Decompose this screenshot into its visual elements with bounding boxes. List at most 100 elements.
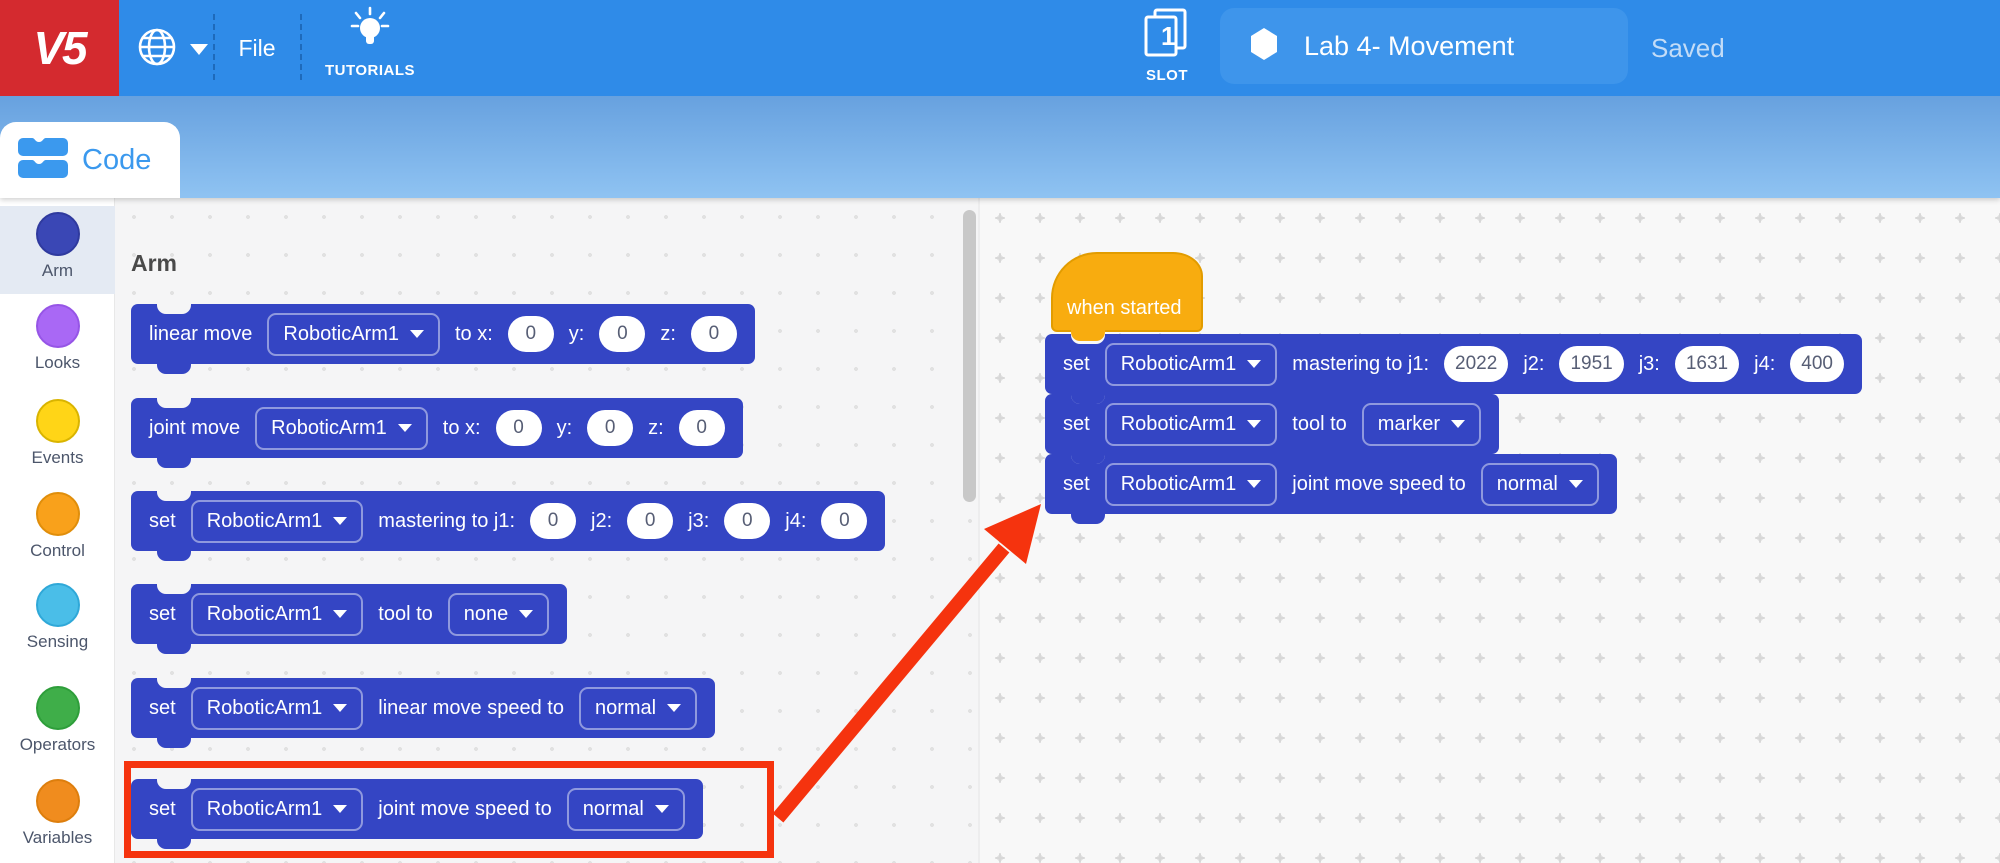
block-label: set (1063, 352, 1090, 375)
value-input[interactable]: 0 (690, 316, 737, 352)
canvas-hat-when-started[interactable]: when started (1051, 252, 1203, 341)
value-input[interactable]: 0 (599, 316, 646, 352)
category-circle-variables (35, 779, 80, 823)
block-label: set (1063, 412, 1090, 435)
arg-label: to x: (455, 322, 493, 345)
chevron-down-icon (190, 44, 208, 55)
dropdown-value: RoboticArm1 (283, 322, 399, 345)
file-menu[interactable]: File (222, 0, 292, 96)
dropdown-value: normal (1496, 472, 1558, 495)
palette-scrollbar[interactable] (963, 210, 976, 502)
block-label: joint move (149, 416, 241, 439)
sidebar-item-looks[interactable]: Looks (0, 298, 115, 386)
arg-label: y: (556, 416, 573, 439)
block-label: set (149, 797, 176, 820)
chevron-down-icon (333, 610, 348, 618)
dropdown-value: RoboticArm1 (206, 797, 323, 820)
device-dropdown[interactable]: RoboticArm1 (255, 406, 428, 450)
palette-block-set-mastering[interactable]: set RoboticArm1 mastering to j1: 0 j2: 0… (131, 491, 886, 561)
category-circle-operators (35, 686, 80, 730)
dropdown-value: none (463, 602, 509, 625)
category-label: Looks (34, 353, 81, 372)
chevron-down-icon (1451, 420, 1466, 428)
language-menu[interactable] (134, 24, 208, 75)
code-canvas[interactable]: when started set RoboticArm1 mastering t… (978, 198, 2000, 863)
value-input[interactable]: 400 (1790, 346, 1844, 382)
palette-block-set-joint-speed[interactable]: set RoboticArm1 joint move speed to norm… (131, 779, 703, 849)
device-dropdown[interactable]: RoboticArm1 (1104, 342, 1278, 386)
value-input[interactable]: 0 (507, 316, 554, 352)
device-dropdown[interactable]: RoboticArm1 (1104, 402, 1278, 446)
value-input[interactable]: 0 (495, 410, 542, 446)
dropdown-value: RoboticArm1 (206, 696, 323, 719)
sidebar-item-arm[interactable]: Arm (0, 206, 115, 294)
value-input[interactable]: 1951 (1559, 346, 1624, 382)
v5-logo[interactable]: V5 (0, 0, 119, 96)
tutorials-label: TUTORIALS (324, 62, 416, 79)
chevron-down-icon (1247, 360, 1262, 368)
speed-dropdown[interactable]: normal (1480, 462, 1599, 506)
v5-logo-text: V5 (33, 22, 87, 74)
tool-dropdown[interactable]: marker (1361, 402, 1482, 446)
speed-dropdown[interactable]: normal (566, 787, 685, 831)
value-input[interactable]: 2022 (1444, 346, 1509, 382)
device-dropdown[interactable]: RoboticArm1 (190, 499, 364, 543)
arg-label: mastering to j1: (1292, 352, 1430, 375)
palette-block-set-linear-speed[interactable]: set RoboticArm1 linear move speed to nor… (131, 678, 716, 748)
value-input[interactable]: 1631 (1674, 346, 1740, 382)
sidebar-item-operators[interactable]: Operators (0, 680, 115, 768)
palette-block-set-tool[interactable]: set RoboticArm1 tool to none (131, 584, 568, 654)
value-input[interactable]: 0 (627, 503, 674, 539)
sidebar-item-control[interactable]: Control (0, 486, 115, 574)
sidebar-item-variables[interactable]: Variables (0, 773, 115, 861)
device-dropdown[interactable]: RoboticArm1 (190, 686, 364, 730)
arg-label: j4: (785, 509, 807, 532)
tutorials-button[interactable]: TUTORIALS (318, 6, 422, 79)
dropdown-value: RoboticArm1 (206, 509, 323, 532)
dropdown-value: marker (1377, 412, 1441, 435)
dropdown-value: RoboticArm1 (206, 602, 323, 625)
chevron-down-icon (667, 704, 682, 712)
value-input[interactable]: 0 (821, 503, 868, 539)
value-input[interactable]: 0 (587, 410, 634, 446)
category-label: Arm (41, 261, 74, 280)
category-circle-looks (35, 304, 80, 348)
device-dropdown[interactable]: RoboticArm1 (267, 312, 440, 356)
arg-label: to x: (442, 416, 481, 439)
palette-block-joint-move[interactable]: joint move RoboticArm1 to x: 0 y: 0 z: 0 (131, 398, 743, 468)
canvas-block-set-tool[interactable]: set RoboticArm1 tool to marker (1045, 394, 1500, 464)
category-label: Variables (22, 828, 93, 847)
dropdown-value: RoboticArm1 (1120, 472, 1237, 495)
code-blocks-icon (16, 135, 68, 186)
project-name-field[interactable]: Lab 4- Movement (1220, 8, 1628, 84)
save-status-label: Saved (1651, 32, 1725, 63)
arg-label: tool to (1292, 412, 1347, 435)
slot-button[interactable]: 1 SLOT (1138, 7, 1196, 84)
arg-label: z: (648, 416, 664, 439)
lightbulb-icon (348, 6, 392, 59)
value-input[interactable]: 0 (678, 410, 725, 446)
canvas-block-set-joint-speed[interactable]: set RoboticArm1 joint move speed to norm… (1045, 454, 1617, 524)
canvas-block-set-mastering[interactable]: set RoboticArm1 mastering to j1: 2022 j2… (1045, 334, 1862, 404)
device-dropdown[interactable]: RoboticArm1 (190, 787, 364, 831)
dropdown-value: normal (594, 696, 657, 719)
chevron-down-icon (1247, 480, 1262, 488)
arg-label: tool to (378, 602, 433, 625)
value-input[interactable]: 0 (530, 503, 577, 539)
speed-dropdown[interactable]: normal (578, 686, 698, 730)
device-dropdown[interactable]: RoboticArm1 (1104, 462, 1278, 506)
sidebar-item-events[interactable]: Events (0, 393, 115, 481)
slot-label: SLOT (1146, 67, 1188, 84)
category-circle-arm (35, 212, 80, 256)
svg-text:1: 1 (1161, 21, 1175, 51)
device-dropdown[interactable]: RoboticArm1 (190, 592, 364, 636)
sidebar-item-sensing[interactable]: Sensing (0, 577, 115, 665)
palette-block-linear-move[interactable]: linear move RoboticArm1 to x: 0 y: 0 z: … (131, 304, 755, 374)
workspace: Arm Looks Events Control Sensing Operato… (0, 198, 2000, 863)
globe-icon (134, 24, 180, 75)
tool-dropdown[interactable]: none (447, 592, 550, 636)
tab-code[interactable]: Code (0, 122, 180, 198)
value-input[interactable]: 0 (724, 503, 771, 539)
top-menu-bar: V5 File (0, 0, 2000, 96)
highlight-rectangle (124, 761, 774, 858)
